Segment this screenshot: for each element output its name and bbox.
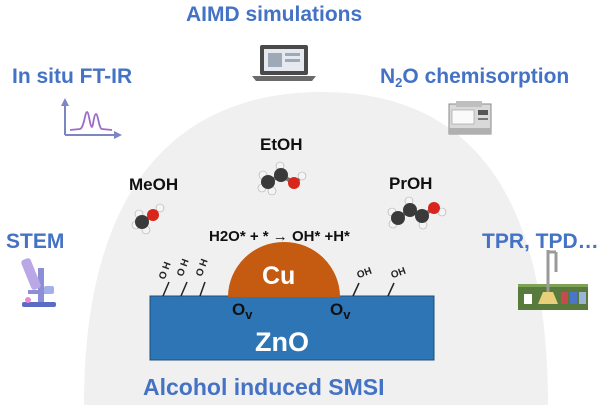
ov-sub-left: v	[245, 307, 253, 322]
reactor-rack-icon	[518, 250, 588, 310]
n2o-prefix: N	[380, 65, 396, 88]
ir-spectrum-icon	[61, 98, 122, 139]
microscope-icon	[21, 258, 56, 307]
zno-label: ZnO	[255, 327, 309, 357]
ov-main-left: O	[232, 300, 246, 319]
tpr-tpd-label: TPR, TPD…	[482, 230, 599, 253]
stem-label: STEM	[6, 230, 65, 253]
zno-slab	[149, 295, 435, 361]
cu-particle	[228, 242, 340, 297]
cu-label: Cu	[262, 262, 296, 290]
hydroxyl-group-right	[352, 282, 395, 297]
n2o-suffix: O chemisorption	[402, 65, 570, 88]
n2o-chemisorption-label: N2O chemisorption	[380, 65, 569, 89]
ethanol-molecule-icon	[257, 161, 307, 196]
ov-main-right: O	[330, 300, 344, 319]
aimd-simulations-label: AIMD simulations	[186, 3, 363, 26]
ov-sub-right: v	[343, 307, 351, 322]
hydroxyl-group-left-1	[162, 281, 206, 297]
methanol-molecule-icon	[131, 203, 165, 235]
ethanol-label: EtOH	[260, 135, 303, 154]
laptop-icon	[252, 45, 316, 81]
oxygen-vacancy-left: Ov	[232, 300, 253, 322]
oxygen-vacancy-right: Ov	[330, 300, 351, 322]
gas-analyzer-icon	[448, 101, 492, 135]
n2o-subscript: 2	[395, 75, 403, 90]
figure-caption: Alcohol induced SMSI	[143, 374, 385, 400]
propanol-molecule-icon	[387, 196, 447, 230]
propanol-label: PrOH	[389, 174, 433, 193]
ftir-label: In situ FT-IR	[12, 65, 133, 88]
methanol-label: MeOH	[129, 175, 179, 194]
water-dissociation-equation: H2O* + * → OH* +H*	[209, 228, 350, 245]
